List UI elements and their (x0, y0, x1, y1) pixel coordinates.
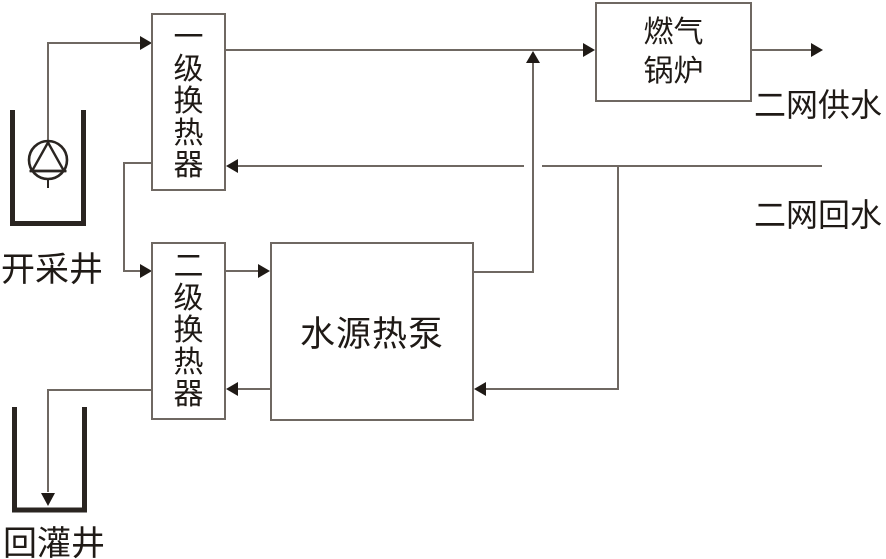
node-water-source-heat-pump: 水源热泵 (270, 242, 474, 421)
network-supply-label: 二网供水 (754, 87, 883, 123)
pipe-hx1-to-hx2 (123, 162, 151, 272)
gas-boiler-label: 燃气锅炉 (643, 16, 704, 88)
pipe-return-branch-to-heat-pump (486, 166, 619, 390)
pipe-extraction-well-to-hx1 (47, 42, 140, 141)
pipe-hx2-to-reinjection-well (47, 389, 151, 492)
arrow-into-hx1-left-icon (140, 36, 152, 50)
water-source-heat-pump-label: 水源热泵 (299, 315, 444, 354)
node-primary-heat-exchanger: 一级换热器 (151, 13, 226, 191)
extraction-well-label: 开采井 (1, 252, 103, 289)
extraction-well-icon (10, 110, 86, 226)
arrow-into-heat-pump-right-icon (474, 382, 486, 396)
secondary-heat-exchanger-label: 二级换热器 (173, 250, 204, 411)
arrow-return-into-hx1-icon (226, 159, 238, 173)
arrow-into-boiler-icon (583, 43, 595, 57)
network-return-label: 二网回水 (754, 197, 883, 233)
reinjection-well-walls (12, 407, 87, 513)
arrow-into-hx2-right-icon (226, 382, 238, 396)
arrow-into-reinjection-well-icon (41, 493, 55, 506)
reinjection-well-label: 回灌井 (3, 526, 105, 559)
extraction-well-walls (10, 110, 86, 226)
reinjection-well-icon (12, 407, 87, 513)
pipes-group (47, 42, 822, 492)
arrow-merge-into-supply-icon (526, 51, 540, 63)
arrow-into-hx2-left-icon (140, 264, 152, 278)
arrow-network-supply-out-icon (811, 43, 823, 57)
node-gas-boiler: 燃气锅炉 (595, 2, 752, 102)
arrow-into-heat-pump-left-icon (258, 264, 270, 278)
node-secondary-heat-exchanger: 二级换热器 (151, 242, 226, 420)
arrowheads-group (41, 36, 823, 506)
pump-triangle (29, 140, 67, 173)
pump-icon (27, 139, 69, 181)
pipe-heat-pump-up-to-supply-line (474, 63, 534, 273)
primary-heat-exchanger-label: 一级换热器 (173, 21, 204, 182)
